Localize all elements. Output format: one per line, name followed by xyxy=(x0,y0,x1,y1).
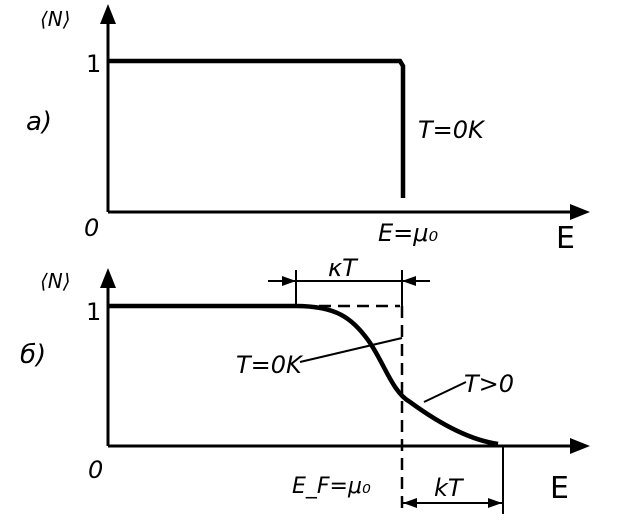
panel-b-fermi-label: E_F=μ₀ xyxy=(292,474,371,499)
panel-b-y-axis-label: ⟨N⟩ xyxy=(40,269,71,293)
panel-a-temp-label: T=0K xyxy=(418,116,486,144)
panel-b-x-arrow xyxy=(570,438,590,454)
panel-a-step-label: E=μ₀ xyxy=(378,219,439,247)
panel-a-step-curve xyxy=(108,58,406,198)
panel-b-kt-bottom-arrow-left xyxy=(403,498,417,508)
panel-b-kt-top-arrow-left xyxy=(282,276,296,286)
panel-b-kt-bottom-label: kT xyxy=(434,474,465,502)
panel-b-y-tick-one: 1 xyxy=(86,298,101,326)
panel-b-x-axis-label: E xyxy=(550,471,569,506)
panel-a-x-arrow xyxy=(570,204,590,220)
panel-b: κT kT ⟨N⟩ 1 б) 0 T=0K T>0 E_F=μ₀ E xyxy=(20,254,590,514)
panel-b-fermi-curve xyxy=(108,303,499,447)
panel-a-x-axis-label: E xyxy=(556,221,575,256)
panel-a: ⟨N⟩ 1 a) 0 T=0K E=μ₀ E xyxy=(26,4,590,256)
panel-a-y-arrow xyxy=(100,4,116,24)
panel-b-kt-top-label: κT xyxy=(328,254,359,282)
panel-a-y-axis-label: ⟨N⟩ xyxy=(40,7,71,31)
panel-a-origin: 0 xyxy=(84,214,99,242)
panel-b-origin: 0 xyxy=(88,456,103,484)
panel-b-kt-top-arrow-right xyxy=(402,276,416,286)
panel-b-kt-bottom-arrow-right xyxy=(488,498,502,508)
panel-b-y-arrow xyxy=(100,268,116,288)
panel-b-zero-temp-label: T=0K xyxy=(236,351,304,379)
panel-b-zero-temp-leader xyxy=(299,337,403,363)
panel-a-label: a) xyxy=(26,107,52,137)
panel-a-y-tick-one: 1 xyxy=(86,50,101,78)
panel-b-label: б) xyxy=(20,340,46,370)
panel-b-positive-temp-leader xyxy=(423,381,467,403)
panel-b-positive-temp-label: T>0 xyxy=(464,370,514,398)
